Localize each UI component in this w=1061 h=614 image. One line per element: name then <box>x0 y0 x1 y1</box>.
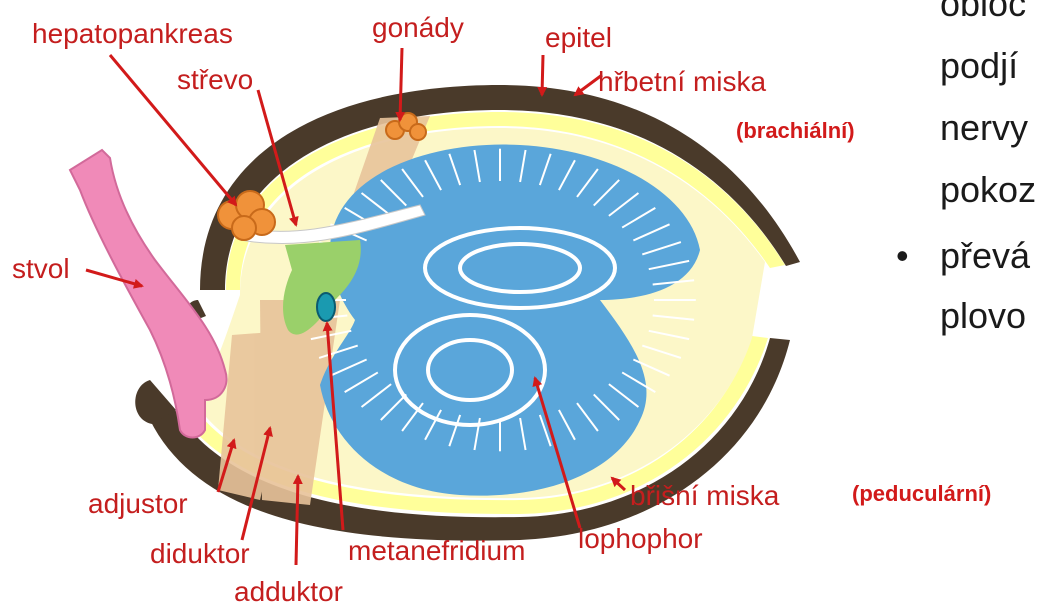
metanephridium-organ <box>317 293 335 321</box>
label-lophophor: lophophor <box>578 525 703 553</box>
arrow-gonady <box>400 48 402 120</box>
side-text-line-6: plovo <box>940 298 1026 334</box>
label-stvol: stvol <box>12 255 70 283</box>
side-text-line-5: převá <box>940 238 1030 274</box>
label-pedicularni: (peduculární) <box>852 483 991 505</box>
label-adduktor: adduktor <box>234 578 343 606</box>
label-diduktor: diduktor <box>150 540 250 568</box>
label-hepatopankreas: hepatopankreas <box>32 20 233 48</box>
label-strevo: střevo <box>177 66 253 94</box>
label-brachialni: (brachiální) <box>736 120 855 142</box>
side-text-line-3: nervy <box>940 110 1028 146</box>
label-gonady: gonády <box>372 14 464 42</box>
label-metanefridium: metanefridium <box>348 537 525 565</box>
side-text-line-2: podjí <box>940 48 1018 84</box>
label-brisni-miska: břišní miska <box>630 482 779 510</box>
side-text-line-1: obloč <box>940 0 1026 22</box>
label-epitel: epitel <box>545 24 612 52</box>
label-hrbetni-miska: hřbetní miska <box>598 68 766 96</box>
bullet-glyph: • <box>896 238 909 274</box>
side-text-line-4: pokoz <box>940 172 1036 208</box>
arrow-epitel <box>542 55 543 95</box>
label-adjustor: adjustor <box>88 490 188 518</box>
arrow-adduktor <box>296 476 298 565</box>
